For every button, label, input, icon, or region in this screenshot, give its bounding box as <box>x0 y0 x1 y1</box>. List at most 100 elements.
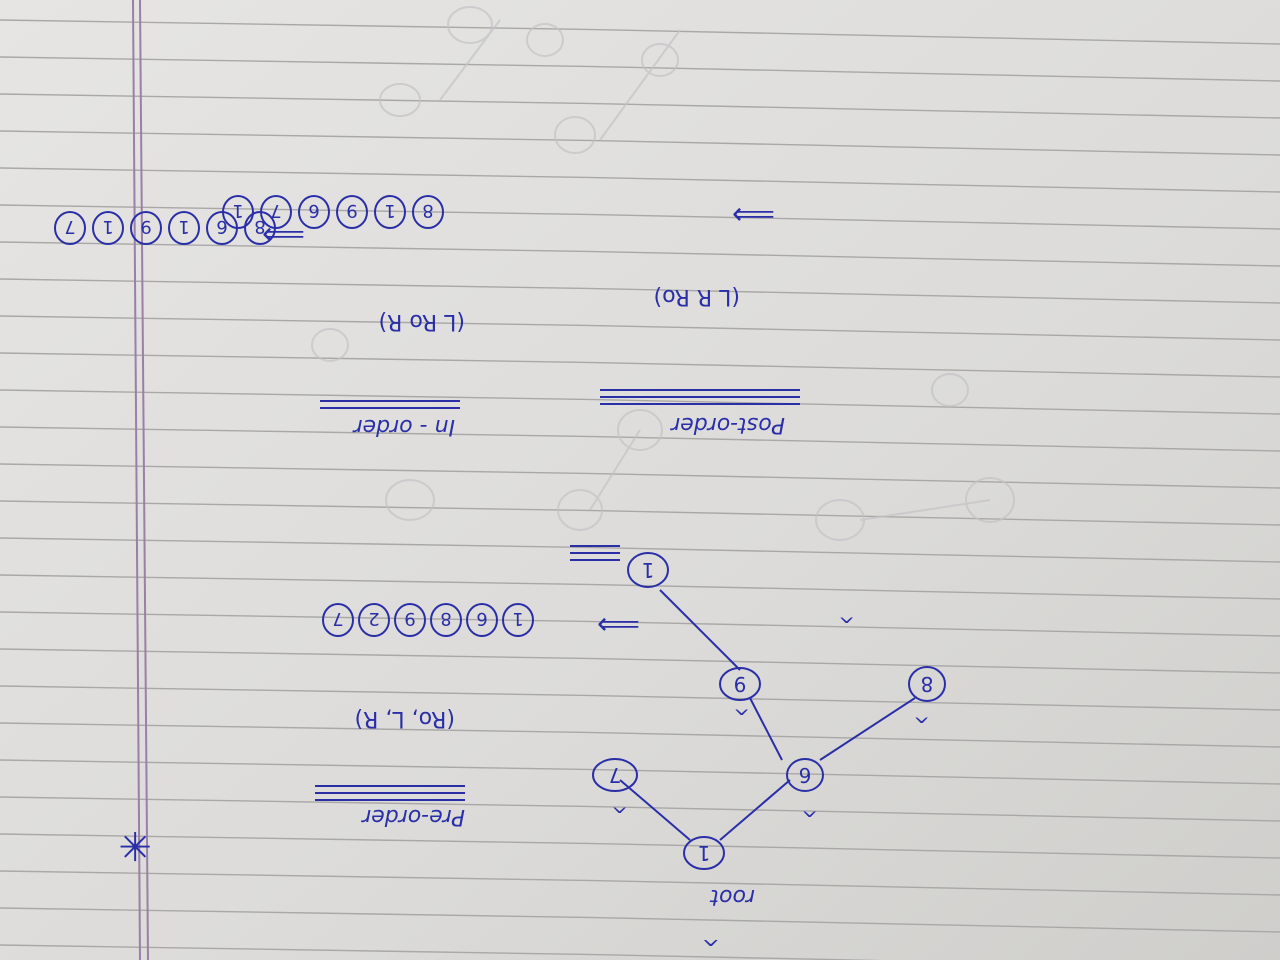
ruled-line <box>0 796 1280 822</box>
sequence-item: 1 <box>92 211 124 245</box>
tree-node-right: 7 <box>592 758 638 792</box>
svg-text:^: ^ <box>838 603 855 627</box>
sequence-item: 7 <box>322 603 354 637</box>
sequence-circle <box>222 195 254 229</box>
svg-text:1: 1 <box>642 558 655 582</box>
ruled-line <box>0 352 1280 378</box>
svg-text:8: 8 <box>921 672 934 696</box>
sequence-item: 1 <box>168 211 200 245</box>
sequence-item: 6 <box>298 195 330 229</box>
handwritten-notes: ✳ root ^ ^ ^ ^ ^ ^ 1 <box>54 195 946 949</box>
tree-node-left-right: 9 <box>719 667 761 701</box>
sequence-circle <box>322 603 354 637</box>
sequence-value: 9 <box>404 608 415 629</box>
sequence-item: 9 <box>130 211 162 245</box>
inorder-rule: (L Ro R) <box>379 309 465 334</box>
svg-text:^: ^ <box>801 797 818 821</box>
svg-text:^: ^ <box>611 793 628 817</box>
ruled-line <box>0 648 1280 674</box>
root-label: root <box>709 884 755 909</box>
bleed-through-marks <box>311 6 1015 541</box>
ruled-line <box>0 944 920 960</box>
inorder-arrow: ⟹ <box>262 217 305 252</box>
sequence-circle <box>168 211 200 245</box>
svg-text:9: 9 <box>734 672 747 696</box>
tree-node-root: 1 <box>683 836 725 870</box>
sequence-value: 1 <box>102 216 113 237</box>
preorder-block: Pre-order (Ro, L, R) ⟹ 1 6 8 9 2 7 <box>315 545 640 829</box>
ruled-line <box>0 611 1280 637</box>
ruled-line <box>0 389 1280 415</box>
ruled-line <box>0 204 1280 230</box>
sequence-circle <box>412 195 444 229</box>
star-mark: ✳ <box>118 822 152 868</box>
ruled-line <box>0 19 1280 45</box>
ruled-lines <box>0 19 1280 960</box>
sequence-circle <box>430 603 462 637</box>
svg-text:^: ^ <box>733 695 750 719</box>
sequence-circle <box>92 211 124 245</box>
sequence-circle <box>336 195 368 229</box>
ruled-line <box>0 722 1280 748</box>
ruled-line <box>0 500 1280 526</box>
ruled-line <box>0 907 1280 933</box>
ruled-line <box>0 833 1280 859</box>
inorder-heading: In - order <box>352 414 455 439</box>
sequence-value: 8 <box>440 608 451 629</box>
sequence-value: 7 <box>270 200 281 221</box>
ruled-line <box>0 278 1280 304</box>
root-annotation: root ^ <box>702 884 755 949</box>
sequence-item: 6 <box>466 603 498 637</box>
preorder-rule: (Ro, L, R) <box>355 706 455 731</box>
tree-node-left-right-right: 1 <box>627 552 669 588</box>
sequence-value: 6 <box>216 216 227 237</box>
sequence-value: 1 <box>232 200 243 221</box>
ruled-line <box>0 315 1280 341</box>
sequence-circle <box>260 195 292 229</box>
ruled-line <box>0 537 1280 563</box>
sequence-value: 9 <box>140 216 151 237</box>
sequence-circle <box>54 211 86 245</box>
sequence-circle <box>394 603 426 637</box>
ruled-line <box>0 870 1280 896</box>
sequence-circle <box>502 603 534 637</box>
sequence-value: 2 <box>368 608 379 629</box>
sequence-item: 1 <box>222 195 254 229</box>
ruled-line <box>0 426 1280 452</box>
postorder-heading: Post-order <box>669 412 785 437</box>
sequence-value: 6 <box>308 200 319 221</box>
ruled-line <box>0 759 1280 785</box>
sequence-value: 1 <box>512 608 523 629</box>
ruled-line <box>0 56 1280 82</box>
sequence-value: 9 <box>346 200 357 221</box>
sequence-item: 8 <box>430 603 462 637</box>
sequence-item: 7 <box>54 211 86 245</box>
caret-marks: ^ ^ ^ ^ ^ <box>611 603 930 821</box>
margin-lines <box>132 0 149 960</box>
sequence-value: 7 <box>332 608 343 629</box>
sequence-value: 8 <box>254 216 265 237</box>
preorder-arrow: ⟹ <box>597 607 640 642</box>
sequence-value: 6 <box>476 608 487 629</box>
ruled-line <box>0 93 1280 119</box>
sequence-value: 1 <box>178 216 189 237</box>
ruled-line <box>0 685 1280 711</box>
ruled-line <box>0 574 1280 600</box>
sequence-circle <box>298 195 330 229</box>
svg-text:1: 1 <box>698 841 711 865</box>
sequence-item: 1 <box>502 603 534 637</box>
tree-node-left: 6 <box>786 758 824 792</box>
tree-node-left-left: 8 <box>908 666 946 702</box>
tree-nodes: 1 6 7 8 9 1 <box>592 552 946 870</box>
sequence-item: 9 <box>394 603 426 637</box>
preorder-heading: Pre-order <box>360 804 465 829</box>
sequence-circle <box>374 195 406 229</box>
tree-edges <box>619 589 916 841</box>
svg-text:^: ^ <box>702 924 720 949</box>
sequence-item: 2 <box>358 603 390 637</box>
